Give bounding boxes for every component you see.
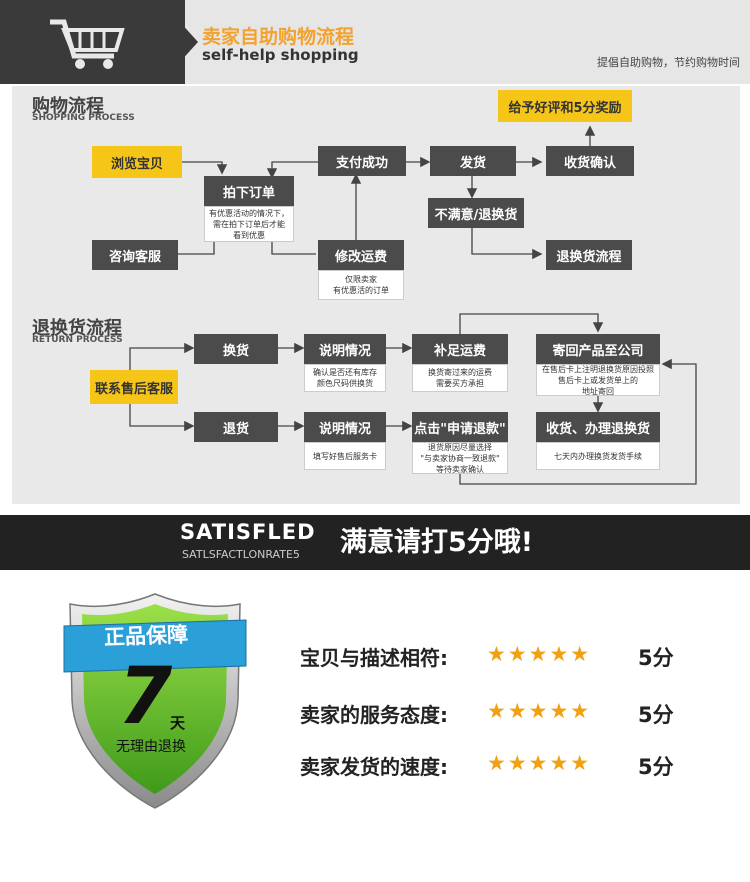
ship-box: 发货 bbox=[430, 146, 516, 176]
header-title-en: self-help shopping bbox=[202, 46, 359, 64]
refund-box: 退货 bbox=[194, 412, 278, 442]
rating-score-description: 5分 bbox=[638, 646, 674, 670]
shield-badge-icon bbox=[63, 593, 247, 809]
rating-label-shipping: 卖家发货的速度: bbox=[300, 755, 448, 779]
unsatisfied-box: 不满意/退换货 bbox=[428, 198, 524, 228]
modify-note: 仅限卖家 有优惠活的订单 bbox=[318, 270, 404, 300]
receive-refund-note: 七天内办理换货发货手续 bbox=[536, 442, 660, 470]
contact-service-box: 联系售后客服 bbox=[90, 370, 178, 404]
receive-refund-box: 收货、办理退换货 bbox=[536, 412, 660, 442]
send-back-note: 在售后卡上注明退换货原因投照 售后卡上或发货单上的 地址寄回 bbox=[536, 364, 660, 396]
shopping-process-title: 购物流程 bbox=[32, 96, 104, 117]
add-fee-note: 换货寄过来的运费 需要买方承担 bbox=[412, 364, 508, 392]
return-process-title: 退换货流程 bbox=[32, 318, 122, 339]
shopping-cart-icon bbox=[50, 19, 125, 69]
header-dark-panel bbox=[0, 0, 185, 84]
order-box: 拍下订单 bbox=[204, 176, 294, 206]
satisfied-banner bbox=[0, 515, 750, 570]
badge-bottom-label: 无理由退换 bbox=[116, 739, 186, 755]
explain-note-2: 填写好售后服务卡 bbox=[304, 442, 386, 470]
reward-box: 给予好评和5分奖励 bbox=[498, 90, 632, 122]
return-flow-box: 退换货流程 bbox=[546, 240, 632, 270]
shopping-process-subtitle: SHOPPING PROCESS bbox=[32, 113, 135, 123]
explain-box-2: 说明情况 bbox=[304, 412, 386, 442]
rating-label-service: 卖家的服务态度: bbox=[300, 703, 448, 727]
rating-score-service: 5分 bbox=[638, 703, 674, 727]
header-slogan: 提倡自助购物，节约购物时间 bbox=[597, 56, 740, 69]
send-back-box: 寄回产品至公司 bbox=[536, 334, 660, 364]
exchange-box: 换货 bbox=[194, 334, 278, 364]
explain-note-1: 确认是否还有库存 颜色尺码供换货 bbox=[304, 364, 386, 392]
rating-score-shipping: 5分 bbox=[638, 755, 674, 779]
consult-box: 咨询客服 bbox=[92, 240, 178, 270]
pay-box: 支付成功 bbox=[318, 146, 406, 176]
add-fee-box: 补足运费 bbox=[412, 334, 508, 364]
click-refund-box: 点击"申请退款" bbox=[412, 412, 508, 442]
flow-arrows bbox=[129, 125, 697, 485]
header-arrow bbox=[160, 0, 198, 84]
rating-stars-description: ★★★★★ bbox=[487, 642, 592, 666]
satisfied-cn-title: 满意请打5分哦! bbox=[340, 527, 534, 558]
modify-box: 修改运费 bbox=[318, 240, 404, 270]
rating-label-description: 宝贝与描述相符: bbox=[300, 646, 448, 670]
order-note: 有优惠活动的情况下， 需在拍下订单后才能 看到优惠 bbox=[204, 206, 294, 242]
header-band bbox=[185, 0, 750, 84]
click-refund-note: 退货原因尽量选择 "与卖家协商一致退款" 等待卖家确认 bbox=[412, 442, 508, 474]
return-process-subtitle: RETURN PROCESS bbox=[32, 335, 123, 345]
rating-stars-service: ★★★★★ bbox=[487, 699, 592, 723]
badge-unit: 天 bbox=[170, 714, 186, 732]
badge-number: 7 bbox=[118, 652, 173, 742]
rating-stars-shipping: ★★★★★ bbox=[487, 751, 592, 775]
browse-box: 浏览宝贝 bbox=[92, 146, 182, 178]
badge-top-label: 正品保障 bbox=[103, 622, 189, 650]
explain-box-1: 说明情况 bbox=[304, 334, 386, 364]
satisfied-en-subtitle: SATLSFACTLONRATE5 bbox=[182, 548, 300, 561]
satisfied-en-title: SATISFLED bbox=[180, 520, 316, 544]
receive-box: 收货确认 bbox=[546, 146, 634, 176]
header-title-cn: 卖家自助购物流程 bbox=[202, 26, 355, 48]
